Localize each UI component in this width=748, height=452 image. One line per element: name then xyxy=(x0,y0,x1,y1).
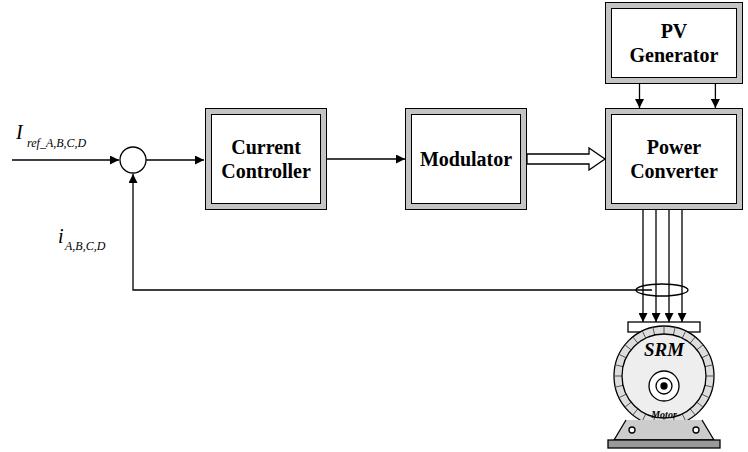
signal-name: I xyxy=(16,122,23,142)
signal-name: i xyxy=(58,226,64,246)
generator-box: PV Generator xyxy=(605,2,743,84)
signal-subscript: A,B,C,D xyxy=(65,240,105,252)
current-sensor xyxy=(636,284,688,296)
box-label: Power Converter xyxy=(616,135,732,183)
motor-name: SRM xyxy=(644,340,684,359)
reference-line xyxy=(12,159,119,160)
motor-caption: Motor xyxy=(651,410,677,420)
error-line xyxy=(146,159,204,160)
box-label: PV Generator xyxy=(616,19,732,67)
signal-arrow xyxy=(327,159,405,160)
signal-arrow xyxy=(639,84,640,108)
modulator-box: Modulator xyxy=(405,108,527,210)
block-arrow xyxy=(527,148,605,170)
phase-wires xyxy=(643,210,682,322)
signal-subscript: ref_A,B,C,D xyxy=(27,137,86,149)
motor-illustration xyxy=(608,322,720,448)
box-label: Current Controller xyxy=(216,135,316,183)
box-label: Modulator xyxy=(420,147,512,171)
summing-junction xyxy=(120,147,146,173)
converter-box: Power Converter xyxy=(605,108,743,210)
signal-arrow xyxy=(715,84,716,108)
controller-box: Current Controller xyxy=(205,108,327,210)
